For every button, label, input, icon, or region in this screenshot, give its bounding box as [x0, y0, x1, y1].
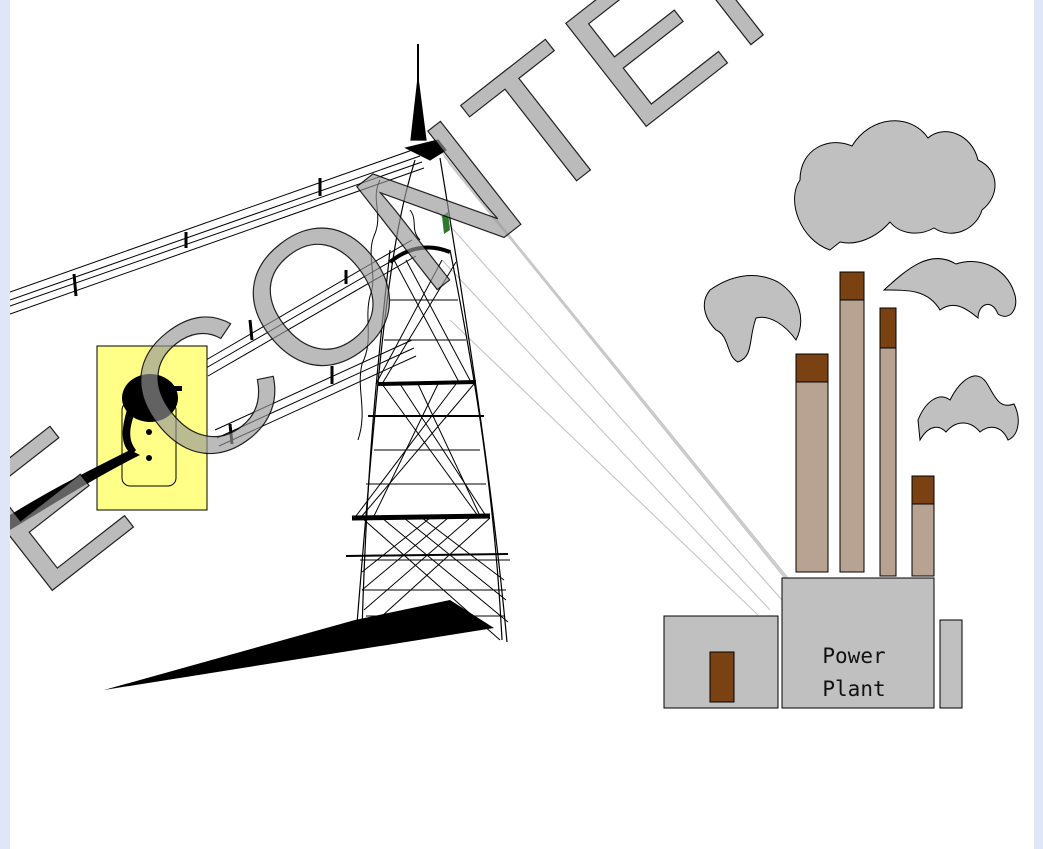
power-transmission-illustration: Power Plant E CONTENT	[10, 0, 1034, 849]
power-plant-icon: Power Plant	[664, 272, 962, 708]
power-plant-label-line2: Plant	[822, 677, 885, 701]
power-plant-label-line1: Power	[822, 644, 885, 668]
tower-shadow	[104, 600, 494, 690]
illustration-panel: Power Plant E CONTENT	[10, 0, 1034, 849]
